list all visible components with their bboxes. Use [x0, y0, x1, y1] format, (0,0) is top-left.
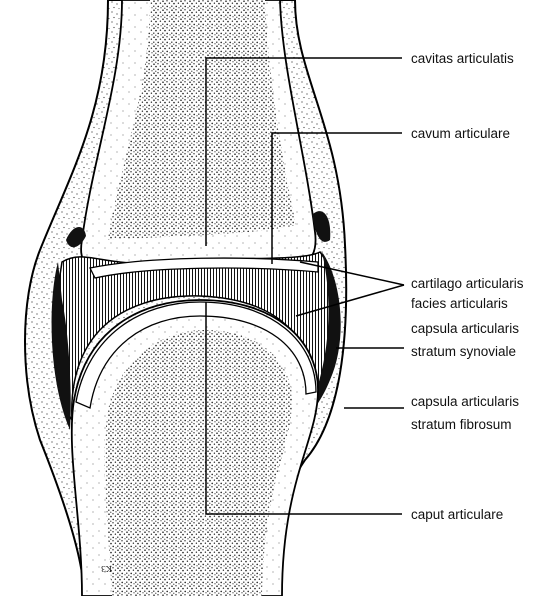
- label-stratum-synoviale: stratum synoviale: [411, 344, 516, 359]
- label-facies-articularis: facies articularis: [411, 296, 508, 311]
- synovial-upper-left-pocket: [66, 226, 86, 248]
- leader-cavum: [271, 132, 402, 264]
- leader-caput: [205, 302, 402, 515]
- label-cavitas-articulatis: cavitas articulatis: [411, 51, 514, 66]
- synovial-left-recess: [51, 262, 71, 430]
- leader-cavitas: [205, 57, 402, 246]
- synovial-right-recess: [305, 252, 341, 420]
- upper-bone-medulla: [108, 0, 296, 240]
- label-capsula-articularis-1: capsula articularis: [411, 321, 519, 336]
- label-caput-articulare: caput articulare: [411, 507, 503, 522]
- artist-signature: KЗ: [101, 564, 112, 573]
- label-cartilago-articularis: cartilago articularis: [411, 276, 524, 291]
- leader-cartilago: [299, 261, 405, 286]
- lower-cartilage: [75, 301, 317, 409]
- synovial-upper-right-pocket: [312, 211, 331, 242]
- label-cavum-articulare: cavum articulare: [411, 126, 510, 141]
- label-stratum-fibrosum: stratum fibrosum: [411, 417, 512, 432]
- leader-facies: [295, 284, 405, 317]
- label-capsula-articularis-2: capsula articularis: [411, 394, 519, 409]
- lower-bone-medulla: [104, 330, 292, 596]
- upper-cartilage: [89, 257, 319, 279]
